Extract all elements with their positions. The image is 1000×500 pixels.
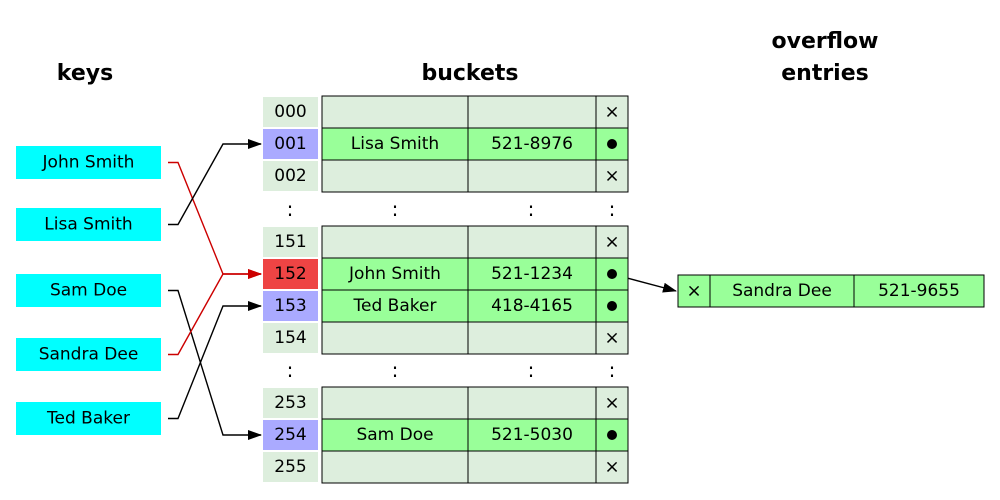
overflow-name: Sandra Dee <box>732 281 832 301</box>
overflow-phone-cell <box>853 274 985 308</box>
ellipsis: : <box>392 358 399 382</box>
bucket-index: 154 <box>274 328 306 348</box>
bucket-name: Lisa Smith <box>351 134 439 154</box>
bucket-pointer-cell <box>595 95 629 129</box>
bucket-phone: 521-5030 <box>491 425 573 445</box>
bucket-name-cell <box>321 159 469 193</box>
bucket-index-cell <box>263 452 318 482</box>
ellipsis: : <box>609 358 616 382</box>
bucket-index-cell <box>263 97 318 127</box>
key-label: Lisa Smith <box>44 215 132 235</box>
bucket-index: 254 <box>274 425 306 445</box>
bucket-name-cell <box>321 321 469 355</box>
bucket-name: Sam Doe <box>356 425 433 445</box>
bucket-name-cell <box>321 225 469 259</box>
null-marker-icon: × <box>604 166 619 187</box>
bucket-index: 000 <box>274 102 306 122</box>
pointer-dot-icon <box>607 269 617 279</box>
bucket-index-cell <box>263 291 318 321</box>
key-to-bucket-arrow <box>168 269 262 356</box>
bucket-name-cell <box>321 418 469 452</box>
bucket-phone: 521-8976 <box>491 134 573 154</box>
bucket-name-cell <box>321 450 469 484</box>
buckets-heading: buckets <box>421 61 518 86</box>
bucket-phone-cell <box>467 159 597 193</box>
pointer-dot-icon <box>607 430 617 440</box>
key-label: Sandra Dee <box>39 345 139 365</box>
key-to-bucket-arrow <box>168 139 262 226</box>
null-marker-icon: × <box>604 393 619 414</box>
bucket-name: Ted Baker <box>353 296 437 316</box>
bucket-phone-cell <box>467 225 597 259</box>
bucket-pointer-cell <box>595 159 629 193</box>
key-label: John Smith <box>42 153 135 173</box>
bucket-phone-cell <box>467 321 597 355</box>
bucket-pointer-cell <box>595 450 629 484</box>
bucket-index-cell <box>263 161 318 191</box>
null-marker-icon: × <box>604 102 619 123</box>
null-marker-icon: × <box>604 232 619 253</box>
bucket-index: 253 <box>274 393 306 413</box>
ellipsis: : <box>287 197 294 221</box>
key-box <box>16 402 161 435</box>
bucket-phone-cell <box>467 127 597 161</box>
bucket-name-cell <box>321 386 469 420</box>
ellipsis: : <box>609 197 616 221</box>
bucket-index: 255 <box>274 457 306 477</box>
bucket-phone-cell <box>467 386 597 420</box>
buckets-table: 000 × 001 Lisa Smith 521-8976 002 × 151 × 152 John… <box>263 95 629 484</box>
bucket-index: 152 <box>274 264 306 284</box>
bucket-index-cell <box>263 420 318 450</box>
overflow-heading-line2: entries <box>781 61 869 86</box>
key-to-bucket-arrow <box>168 301 262 420</box>
key-label: Ted Baker <box>46 409 130 429</box>
null-marker-icon: × <box>604 328 619 349</box>
bucket-name-cell <box>321 289 469 323</box>
bucket-name-cell <box>321 257 469 291</box>
key-label: Sam Doe <box>50 281 127 301</box>
bucket-index-cell <box>263 259 318 289</box>
bucket-index-cell <box>263 388 318 418</box>
ellipsis: : <box>287 358 294 382</box>
bucket-index-cell <box>263 323 318 353</box>
overflow-phone: 521-9655 <box>878 281 960 301</box>
pointer-dot-icon <box>607 301 617 311</box>
ellipsis: : <box>392 197 399 221</box>
overflow-name-cell <box>709 274 855 308</box>
bucket-index: 002 <box>274 166 306 186</box>
bucket-phone-cell <box>467 450 597 484</box>
keys-heading: keys <box>57 61 113 86</box>
bucket-pointer-cell <box>595 386 629 420</box>
overflow-heading-line1: overflow <box>772 29 879 54</box>
bucket-phone: 418-4165 <box>491 296 573 316</box>
bucket-phone-cell <box>467 289 597 323</box>
bucket-phone: 521-1234 <box>491 264 573 284</box>
bucket-pointer-cell <box>595 225 629 259</box>
bucket-index: 153 <box>274 296 306 316</box>
bucket-name: John Smith <box>348 264 441 284</box>
null-marker-icon: × <box>686 281 701 302</box>
key-box <box>16 146 161 179</box>
bucket-index-cell <box>263 129 318 159</box>
bucket-phone-cell <box>467 418 597 452</box>
null-marker-icon: × <box>604 457 619 478</box>
bucket-index: 151 <box>274 232 306 252</box>
bucket-index: 001 <box>274 134 306 154</box>
pointer-dot-icon <box>607 139 617 149</box>
ellipsis: : <box>528 358 535 382</box>
bucket-name-cell <box>321 95 469 129</box>
bucket-index-cell <box>263 227 318 257</box>
bucket-phone-cell <box>467 257 597 291</box>
bucket-phone-cell <box>467 95 597 129</box>
bucket-pointer-cell <box>595 321 629 355</box>
key-to-bucket-arrow <box>168 289 262 440</box>
overflow-entries: × Sandra Dee 521-9655 <box>677 274 985 308</box>
key-box <box>16 208 161 241</box>
ellipsis: : <box>528 197 535 221</box>
key-box <box>16 338 161 371</box>
key-box <box>16 274 161 307</box>
